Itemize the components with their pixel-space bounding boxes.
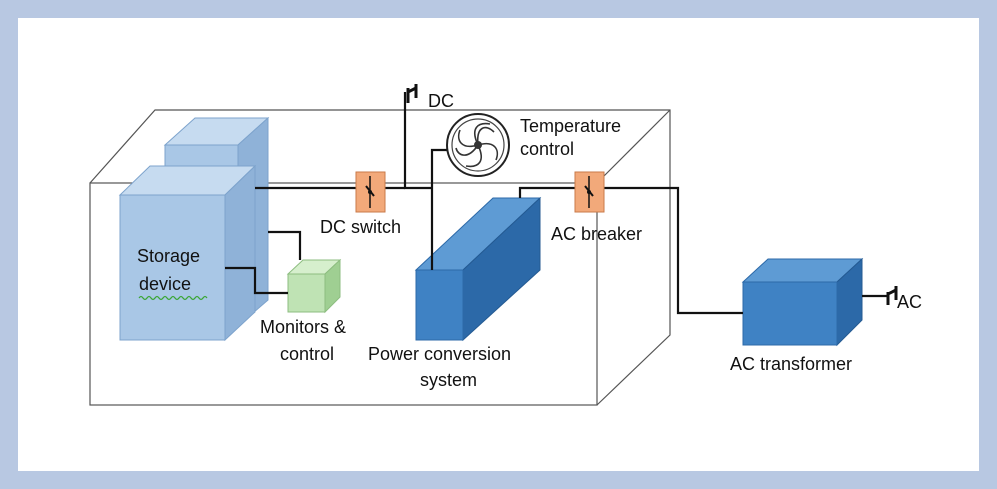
- power-conversion-label-line1: Power conversion: [368, 344, 511, 364]
- monitors-control-label-line2: control: [280, 344, 334, 364]
- monitors-control-cube: [286, 258, 342, 314]
- temperature-control-label-line2: control: [520, 139, 574, 159]
- ac-terminal-icon: [886, 286, 898, 305]
- ac-transformer-label: AC transformer: [730, 354, 852, 374]
- wiring: [225, 92, 888, 315]
- fan-icon: [446, 113, 510, 177]
- dc-switch-icon: [355, 171, 386, 213]
- dc-terminal-icon: [406, 84, 418, 103]
- monitors-control-label-line1: Monitors &: [260, 317, 346, 337]
- dc-terminal-label: DC: [428, 91, 454, 111]
- spellcheck-squiggle: [138, 295, 208, 301]
- ac-breaker-icon: [574, 171, 605, 213]
- storage-device-front-cube: [118, 164, 257, 342]
- storage-device-label-line1: Storage: [137, 246, 200, 266]
- temperature-control-label-line1: Temperature: [520, 116, 621, 136]
- ac-terminal-label: AC: [897, 292, 922, 312]
- ac-breaker-label: AC breaker: [551, 224, 642, 244]
- storage-device-label-line2: device: [139, 274, 191, 294]
- power-conversion-system-box: [414, 196, 542, 342]
- enclosure-box: [89, 109, 671, 406]
- power-conversion-label-line2: system: [420, 370, 477, 390]
- dc-switch-label: DC switch: [320, 217, 401, 237]
- ac-transformer-box: [741, 257, 864, 347]
